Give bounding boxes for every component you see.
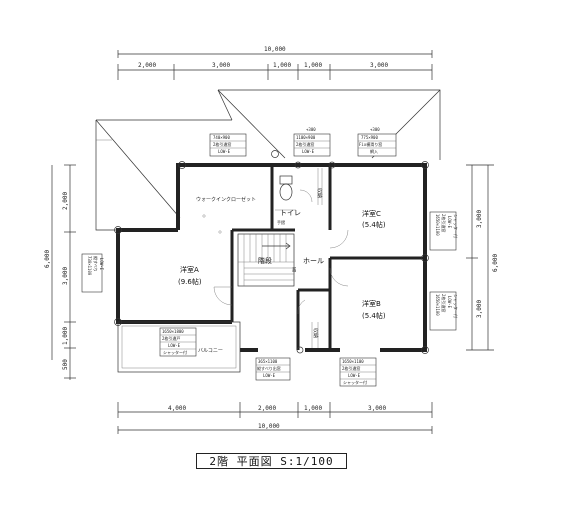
window-top-3-type: Fix横滑り窓 [359, 141, 382, 147]
right-dimension-1: 3,000 [476, 210, 483, 228]
window-right-upper-glass: LOW-E [447, 216, 452, 229]
toilet-fixture [275, 175, 296, 211]
handrail-label: 手摺 [277, 219, 285, 225]
room-a-size: (9.6帖) [178, 277, 202, 286]
window-top-2-type: 2枚引違窓 [296, 141, 314, 147]
window-top-3-size: 775×900 [361, 135, 378, 140]
bottom-dimension-2: 2,000 [258, 405, 276, 412]
window-left-type: 縦すべり [93, 256, 99, 272]
window-tag-bottom-mid: 365×1100 縦すべり出窓 LOW-E [255, 357, 291, 381]
window-tag-balcony-door: 1650×1800 2枚引違戸 LOW-E シャッター付 [159, 327, 197, 357]
hall-label: ホール [303, 257, 324, 265]
window-top-3-glass: 網入 [370, 148, 378, 154]
window-top-3-note: +300 [370, 127, 380, 132]
window-top-1-size: 740×900 [213, 135, 230, 140]
left-dimension-lines [51, 164, 76, 380]
bottom-total-dimension: 10,000 [258, 423, 280, 430]
bottom-dimension-1: 4,000 [168, 405, 186, 412]
window-tag-right-lower: 1650×1100 2枚引違窓 LOW-E シャッター付 [429, 291, 459, 331]
balcony-outline [117, 321, 241, 373]
window-top-1-glass: LOW-E [218, 149, 231, 154]
window-bottom-right-glass: LOW-E [348, 373, 361, 378]
bottom-dimension-lines [117, 402, 433, 434]
window-bottom-right-shutter: シャッター付 [343, 379, 367, 385]
left-dimension-1: 2,000 [62, 192, 69, 210]
room-a-label: 洋室A [180, 265, 199, 274]
window-top-2-size: 1100×900 [296, 135, 316, 140]
balcony-door-size: 1650×1800 [162, 329, 184, 334]
door-swings [213, 189, 349, 315]
window-bottom-mid-type: 縦すべり出窓 [257, 365, 281, 371]
top-total-dimension: 10,000 [264, 46, 286, 53]
window-left-glass: LOW-E [99, 258, 104, 271]
stairs-label: 階段 [258, 256, 272, 265]
left-dimension-2: 3,000 [62, 267, 69, 285]
top-dimension-3: 1,000 [273, 62, 291, 69]
toilet-label: トイレ [280, 209, 301, 217]
window-left-size: 730×1100 [87, 256, 92, 276]
top-dimension-lines [117, 50, 433, 80]
window-top-1-type: 2枚引違窓 [213, 141, 231, 147]
stair-direction-mark: DN [292, 267, 297, 272]
bottom-dimension-3: 1,000 [304, 405, 322, 412]
balcony-door-glass: LOW-E [168, 343, 181, 348]
window-right-lower-shutter: シャッター付 [453, 294, 459, 318]
storage-hatching [311, 168, 323, 348]
storage-top-label: 収納 [316, 188, 323, 198]
drawing-title: 2階 平面図 S:1/100 [209, 455, 334, 468]
room-c-size: (5.4帖) [362, 220, 386, 229]
window-right-lower-glass: LOW-E [447, 296, 452, 309]
window-bottom-mid-size: 365×1100 [258, 359, 278, 364]
right-dimension-lines [466, 164, 494, 351]
left-total-dimension: 6,000 [44, 250, 51, 268]
top-dimension-5: 3,000 [370, 62, 388, 69]
window-tag-bottom-right: 1650×1100 2枚引違窓 LOW-E シャッター付 [339, 357, 377, 387]
staircase [237, 233, 295, 287]
walk-in-closet-label: ウォークインクローゼット [196, 196, 256, 203]
balcony-door-type: 2枚引違戸 [162, 335, 180, 341]
right-dimension-2: 3,000 [476, 300, 483, 318]
window-top-2-note: +300 [306, 127, 316, 132]
top-dimension-1: 2,000 [138, 62, 156, 69]
window-tag-top-3: 775×900 Fix横滑り窓 網入 [357, 133, 397, 157]
room-b-label: 洋室B [362, 299, 381, 308]
window-top-2-glass: LOW-E [302, 149, 315, 154]
drawing-title-box: 2階 平面図 S:1/100 [196, 453, 347, 469]
left-dimension-3: 1,000 [62, 327, 69, 345]
column-markers [114, 150, 429, 354]
top-dimension-4: 1,000 [304, 62, 322, 69]
balcony-label: バルコニー [198, 348, 223, 354]
roof-outline [95, 89, 441, 231]
window-bottom-right-type: 2枚引違窓 [342, 365, 360, 371]
left-dimension-4: 500 [62, 359, 69, 370]
window-tag-right-upper: 1650×1100 2枚引違窓 LOW-E シャッター付 [429, 211, 459, 251]
room-b-size: (5.4帖) [362, 311, 386, 320]
window-bottom-mid-glass: LOW-E [263, 373, 276, 378]
window-right-upper-type: 2枚引違窓 [441, 214, 447, 232]
balcony-door-shutter: シャッター付 [163, 349, 187, 355]
right-total-dimension: 6,000 [492, 254, 499, 272]
window-tag-left: 730×1100 縦すべり LOW-E [81, 253, 104, 293]
window-right-lower-size: 1650×1100 [435, 294, 440, 316]
top-dimension-2: 3,000 [212, 62, 230, 69]
window-right-lower-type: 2枚引違窓 [441, 294, 447, 312]
exterior-walls [116, 163, 427, 352]
window-tag-top-1: 740×900 2枚引違窓 LOW-E [209, 133, 247, 157]
window-right-upper-shutter: シャッター付 [453, 214, 459, 238]
window-tag-top-2: 1100×900 2枚引違窓 LOW-E [293, 133, 331, 157]
window-right-upper-size: 1650×1100 [435, 214, 440, 236]
bottom-dimension-4: 3,000 [368, 405, 386, 412]
room-c-label: 洋室C [362, 209, 381, 218]
storage-bottom-label: 収納 [312, 328, 319, 338]
window-bottom-right-size: 1650×1100 [342, 359, 364, 364]
